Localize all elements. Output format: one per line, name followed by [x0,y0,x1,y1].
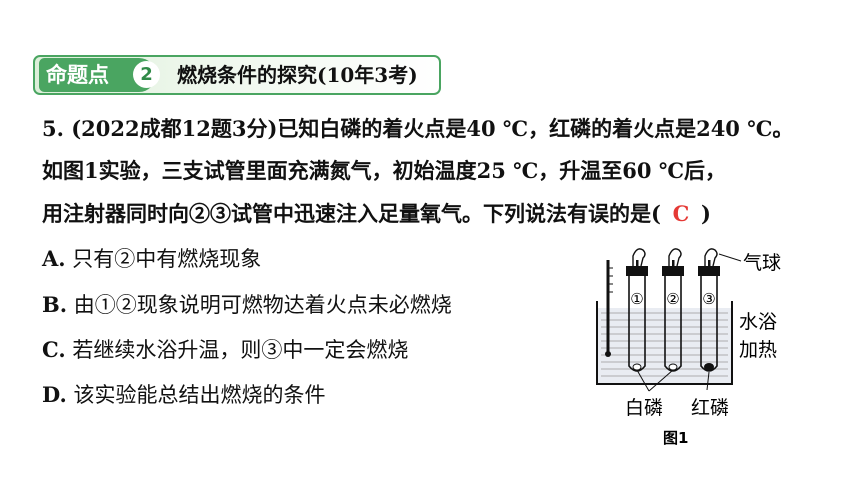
experiment-figure: ① ② ③ 气球 水浴 加热 白磷 红磷 图1 [596,248,781,447]
water-bath-label: 水浴 [739,311,777,333]
red-phosphorus-label: 红磷 [691,397,729,419]
stoppers [626,266,720,276]
tube-1-label: ① [630,290,643,308]
thermometer-bulb [605,351,611,357]
option-c-letter: C. [42,337,66,362]
red-phosphorus [704,363,714,371]
tube-2 [664,274,682,372]
heating-label: 加热 [739,339,777,361]
option-a-letter: A. [42,246,66,271]
option-b: B. 由①②现象说明可燃物达着火点未必燃烧 [42,290,452,320]
white-phosphorus-1 [632,363,642,371]
white-phosphorus-label: 白磷 [625,397,663,419]
beaker [596,301,733,385]
topic-title: 燃烧条件的探究(10年3考) [177,63,418,87]
option-d-text: 该实验能总结出燃烧的条件 [66,383,326,407]
answer-letter: C [672,201,690,226]
balloon-label: 气球 [743,252,781,274]
figure-caption: 图1 [663,429,688,447]
option-d-letter: D. [42,382,67,407]
option-a: A. 只有②中有燃烧现象 [42,244,261,274]
question-line-3-text: 用注射器同时向②③试管中迅速注入足量氧气。下列说法有误的是( [42,201,661,226]
topic-tag-label: 命题点 [46,63,109,87]
balloons [632,248,718,267]
option-c-text: 若继续水浴升温，则③中一定会燃烧 [65,338,409,362]
option-d: D. 该实验能总结出燃烧的条件 [42,380,325,410]
question-line-2: 如图1实验，三支试管里面充满氮气，初始温度25 ℃，升温至60 ℃后， [42,158,727,183]
question-line-1: 5. (2022成都12题3分)已知白磷的着火点是40 ℃，红磷的着火点是240… [42,116,794,141]
question-line-3: 用注射器同时向②③试管中迅速注入足量氧气。下列说法有误的是( C) [42,199,711,229]
topic-number-badge: 2 [133,61,160,88]
question-line-3-close: ) [700,201,711,226]
option-a-text: 只有②中有燃烧现象 [65,247,262,271]
syringe-tips [636,260,711,268]
tube-3-label: ③ [702,290,715,308]
option-b-text: 由①②现象说明可燃物达着火点未必燃烧 [67,293,452,317]
option-c: C. 若继续水浴升温，则③中一定会燃烧 [42,335,408,365]
option-b-letter: B. [42,292,68,317]
tube-2-label: ② [666,290,679,308]
white-phosphorus-2 [668,363,678,371]
